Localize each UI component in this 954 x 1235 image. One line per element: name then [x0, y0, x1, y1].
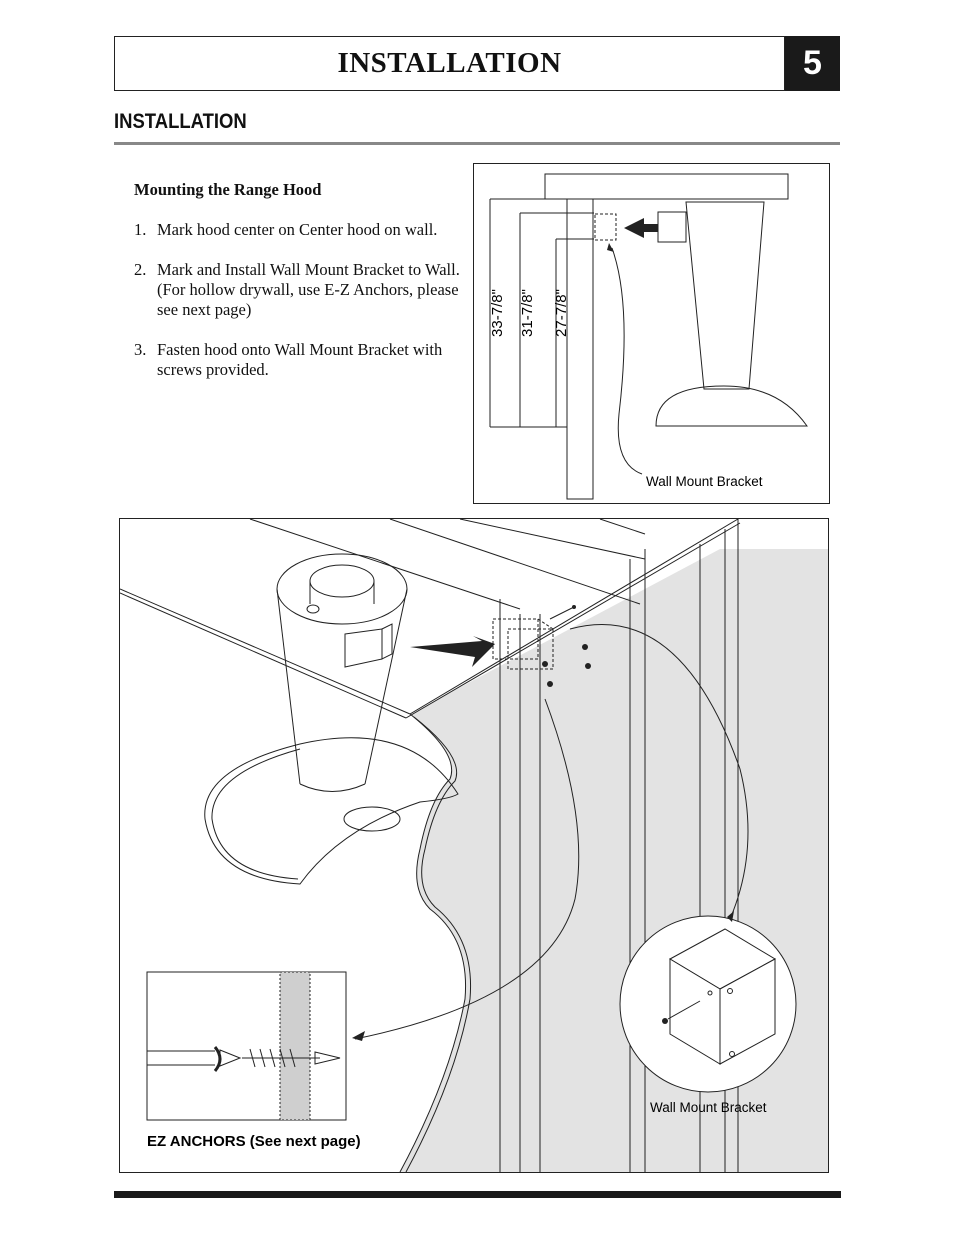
arrow-icon	[410, 636, 495, 667]
ceiling	[544, 173, 789, 200]
step-number: 3.	[134, 340, 147, 359]
instructions-heading: Mounting the Range Hood	[134, 180, 322, 199]
installation-diagram: Wall Mount Bracket EZ ANCHORS (See next …	[119, 518, 829, 1173]
bracket-outline	[594, 213, 617, 241]
step-2: 2. Mark and Install Wall Mount Bracket t…	[134, 260, 474, 320]
section-title: INSTALLATION	[114, 110, 247, 133]
footer-divider	[114, 1191, 841, 1198]
dimension-label: 33-7/8"	[489, 289, 506, 337]
step-number: 2.	[134, 260, 147, 279]
dimension-label: 27-7/8"	[553, 289, 570, 337]
instructions: Mounting the Range Hood 1. Mark hood cen…	[134, 180, 474, 400]
ez-anchor-detail	[146, 971, 347, 1121]
bracket-label: Wall Mount Bracket	[650, 1100, 767, 1115]
installation-drawing: Wall Mount Bracket EZ ANCHORS (See next …	[119, 518, 828, 1173]
page-title: INSTALLATION	[337, 47, 562, 79]
chapter-number: 5	[785, 36, 840, 91]
dimension-label: 31-7/8"	[519, 289, 536, 337]
step-number: 1.	[134, 220, 147, 239]
step-text: Mark and Install Wall Mount Bracket to W…	[157, 260, 460, 319]
ez-anchors-label: EZ ANCHORS (See next page)	[147, 1133, 361, 1150]
section-divider	[114, 142, 840, 145]
page-header: INSTALLATION	[114, 36, 785, 91]
screw-icons	[542, 605, 668, 1024]
bracket-label: Wall Mount Bracket	[646, 474, 763, 489]
step-3: 3. Fasten hood onto Wall Mount Bracket w…	[134, 340, 474, 380]
wall	[566, 198, 594, 500]
mounting-height-drawing: 33-7/8" 31-7/8" 27-7/8" Wall Mount Brack…	[489, 173, 808, 500]
step-text: Fasten hood onto Wall Mount Bracket with…	[157, 340, 443, 379]
step-1: 1. Mark hood center on Center hood on wa…	[134, 220, 474, 240]
mounting-height-diagram: 33-7/8" 31-7/8" 27-7/8" Wall Mount Brack…	[473, 163, 830, 504]
step-text: Mark hood center on Center hood on wall.	[157, 220, 438, 239]
arrow-icon	[624, 218, 658, 238]
wall-surface	[400, 549, 828, 1172]
